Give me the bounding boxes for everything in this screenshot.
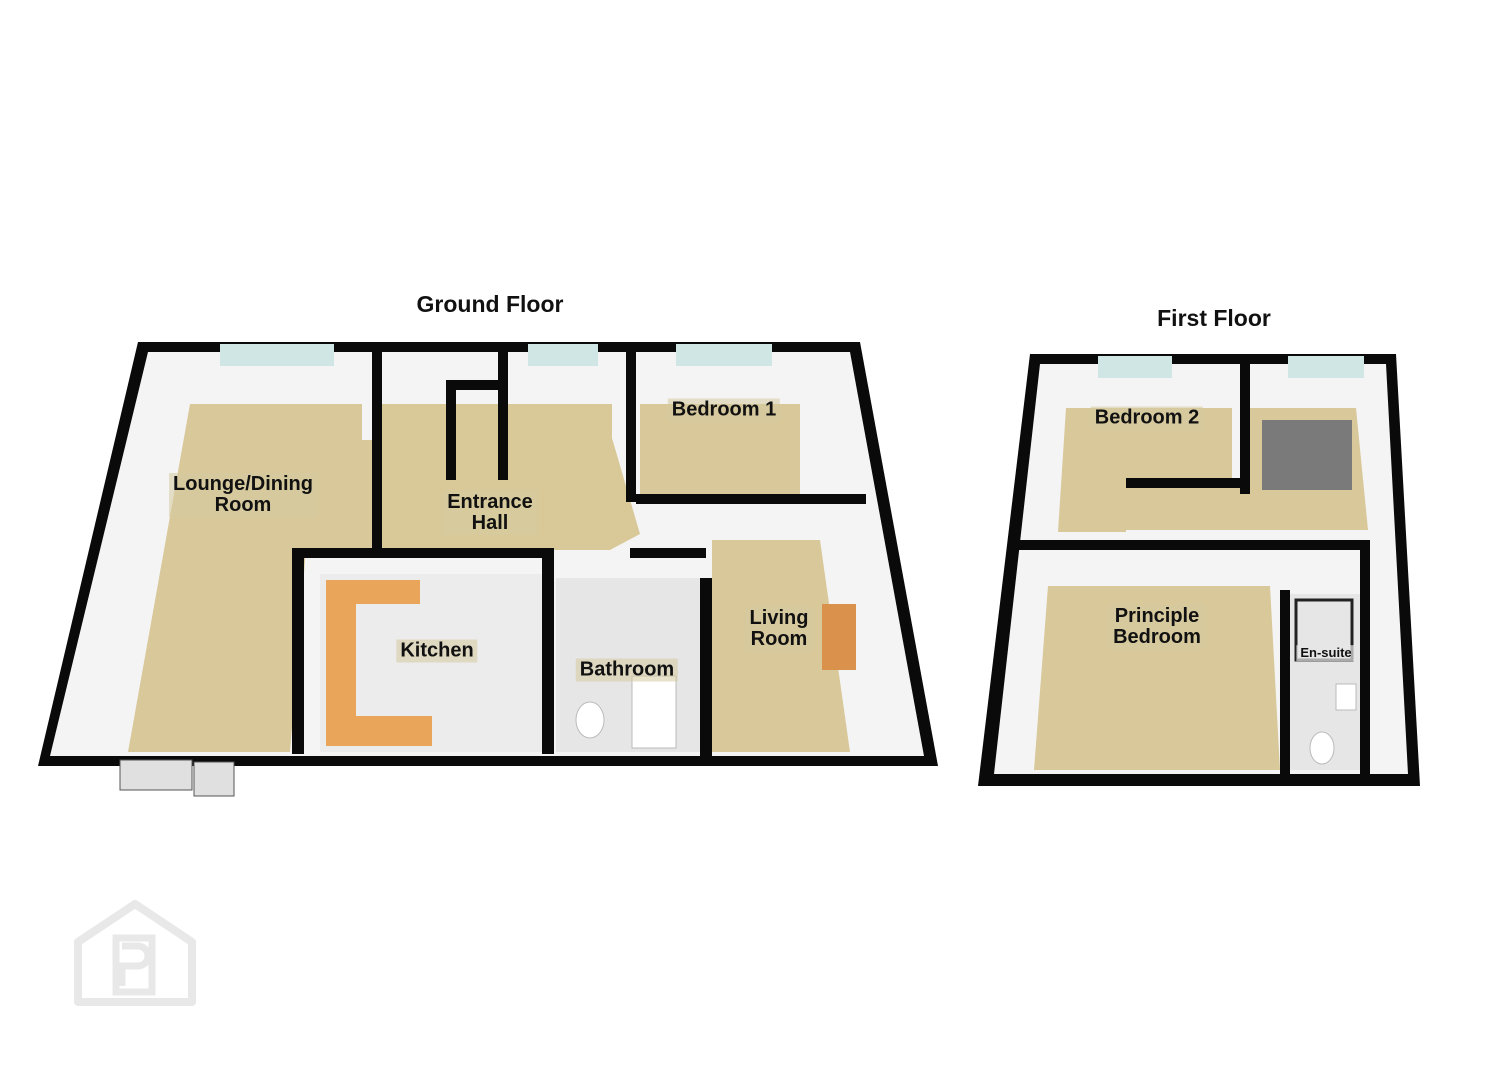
wall-hall-cupboard-r [498,342,508,480]
staircase [1262,420,1352,490]
entrance-hall-floor [304,404,640,550]
kitchen-label-line1: Kitchen [400,639,474,662]
bedroom2-label-line1: Bedroom 2 [1094,406,1200,429]
ensuite-toilet [1309,731,1335,765]
house-p-watermark-icon [74,900,196,1006]
principle-bedroom-label: Principle Bedroom [1109,605,1205,649]
entrance-label-line2: Hall [471,512,509,534]
bedroom2-floor [1058,408,1232,532]
first-floor-plan [978,354,1420,786]
window-hall [528,344,598,366]
ensuite-label: En-suite [1296,645,1356,661]
lounge-label-line1: Lounge/Dining [173,473,313,495]
wall-hall-cupboard [446,380,508,390]
ground-floor-plan [38,342,938,797]
wall-bedroom1-bottom [636,494,866,504]
bathroom-bath [631,675,677,749]
wall-bedroom1-left [626,352,636,502]
principle-bedroom-floor [1034,586,1280,770]
wall-bath-living [700,578,712,756]
ensuite-basin [1335,683,1357,711]
bathroom-toilet [575,701,605,739]
wall-lounge-hall [372,352,382,552]
lounge-patio-door [119,759,193,791]
kitchen-worktop [326,580,432,746]
window-landing [1288,356,1364,378]
entrance-hall-label: Entrance Hall [443,491,537,535]
wall-hall-cupboard-l [446,380,456,480]
principle-label-line1: Principle [1114,605,1200,627]
wall-kitchen-bath [542,548,554,754]
entrance-label-line1: Entrance [447,491,533,513]
principle-label-line2: Bedroom [1113,626,1201,648]
wall-hall-kitchen [304,548,548,558]
wall-landing-bar [1126,478,1250,488]
wall-bath-top [630,548,706,558]
lounge-patio-door-2 [193,761,235,797]
bedroom1-label: Bedroom 1 [667,398,781,422]
bathroom-label: Bathroom [575,658,679,682]
wall-bed2-landing [1240,364,1250,494]
living-fireplace [822,604,856,670]
living-label-line1: Living [749,607,809,629]
first-floor-title: First Floor [1157,305,1271,331]
bedroom1-floor [640,404,800,494]
window-bedroom1 [676,344,772,366]
wall-ensuite-left [1280,590,1290,774]
lounge-label-line2: Room [214,494,272,516]
bathroom-label-line1: Bathroom [579,658,675,681]
living-room-label: Living Room [745,607,813,651]
living-label-line2: Room [750,628,808,650]
window-bedroom2 [1098,356,1172,378]
wall-upstairs-divide [1010,540,1366,550]
kitchen-label: Kitchen [396,639,478,663]
ground-floor-title: Ground Floor [416,291,564,317]
window-lounge [220,344,334,366]
lounge-dining-label: Lounge/Dining Room [169,473,317,517]
bedroom1-label-line1: Bedroom 1 [671,398,777,421]
wall-kitchen-left [292,548,304,754]
wall-ensuite-right [1360,540,1370,774]
bedroom2-label: Bedroom 2 [1090,406,1204,430]
kitchen-floor [320,574,542,752]
ensuite-label-line1: En-suite [1300,645,1352,661]
